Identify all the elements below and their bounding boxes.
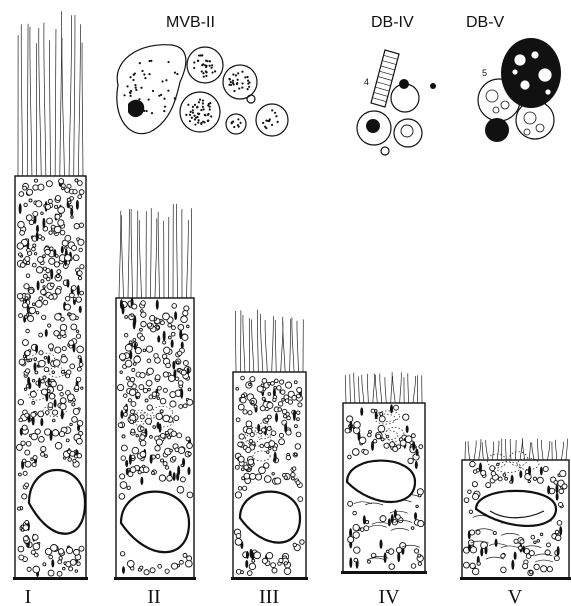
cell-stage-ii-microvilli bbox=[119, 204, 192, 298]
cell-stage-v-microvilli bbox=[465, 438, 567, 460]
cell-stage-iii bbox=[231, 310, 308, 580]
db-v-number: 5 bbox=[482, 68, 487, 78]
cell-stage-v bbox=[460, 438, 571, 580]
mvb-body-5 bbox=[256, 104, 288, 136]
db-iv-inset: 4 bbox=[357, 50, 436, 155]
stage-label-iii: III bbox=[259, 586, 279, 606]
db-iv-dense-1 bbox=[366, 119, 380, 133]
db-iv-number: 4 bbox=[364, 77, 369, 87]
db-v-dense-body bbox=[485, 118, 509, 142]
mvb-dense-core bbox=[128, 100, 144, 117]
cell-stage-ii bbox=[114, 204, 196, 580]
inset-title-db-iv: DB-IV bbox=[371, 14, 414, 31]
cell-stage-i bbox=[13, 11, 88, 580]
mvb-body-2 bbox=[223, 65, 257, 99]
stage-label-ii: II bbox=[147, 586, 160, 606]
cell-stage-i-microvilli bbox=[18, 11, 83, 176]
mvb-body-3 bbox=[180, 92, 220, 132]
cell-stage-iii-microvilli bbox=[235, 310, 303, 372]
cell-stage-i-basement-membrane bbox=[13, 577, 88, 580]
db-iv-crystalloid-striations bbox=[371, 55, 398, 107]
mvb-body-4 bbox=[226, 114, 246, 134]
cell-stage-v-basement-membrane bbox=[460, 577, 571, 580]
cell-stage-iv-microvilli bbox=[345, 372, 422, 403]
inset-title-mvb: MVB-II bbox=[166, 14, 215, 31]
db-iv-small-body bbox=[381, 147, 389, 155]
cell-stage-iv-basement-membrane bbox=[341, 571, 427, 574]
db-iv-dense-3 bbox=[430, 83, 436, 89]
db-iv-vacuole bbox=[401, 125, 413, 137]
mvb-large-body bbox=[117, 45, 186, 134]
db-iv-dense-2 bbox=[399, 79, 409, 89]
cell-stage-iii-basement-membrane bbox=[231, 577, 308, 580]
cell-stage-iv bbox=[341, 372, 427, 574]
stage-label-v: V bbox=[508, 586, 523, 606]
mvb-inset bbox=[117, 45, 288, 136]
inset-title-db-v: DB-V bbox=[466, 14, 505, 31]
db-v-inset: 5 bbox=[478, 38, 561, 142]
mvb-body-6 bbox=[247, 95, 255, 103]
stage-label-iv: IV bbox=[378, 586, 400, 606]
stage-label-i: I bbox=[25, 586, 32, 606]
cell-stage-ii-basement-membrane bbox=[114, 577, 196, 580]
